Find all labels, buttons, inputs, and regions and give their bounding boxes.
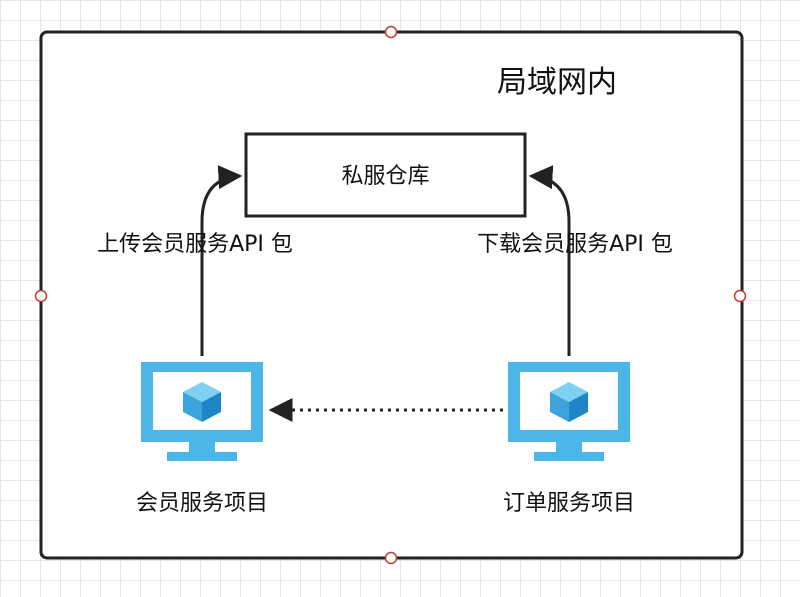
download-edge-label: 下载会员服务API 包 xyxy=(477,232,673,257)
lan-group-label: 局域网内 xyxy=(497,65,617,100)
member-service-node[interactable]: 会员服务项目 xyxy=(136,362,268,516)
handle-bottom[interactable] xyxy=(384,551,398,565)
member-service-label: 会员服务项目 xyxy=(136,491,268,516)
repository-box[interactable] xyxy=(244,132,527,218)
selection-handles[interactable] xyxy=(34,25,747,565)
lan-group-frame[interactable] xyxy=(39,30,744,560)
handle-left[interactable] xyxy=(34,289,48,303)
handle-right[interactable] xyxy=(733,289,747,303)
upload-edge[interactable] xyxy=(200,165,243,356)
handle-top[interactable] xyxy=(384,25,398,39)
repository-label: 私服仓库 xyxy=(341,164,429,189)
download-edge[interactable] xyxy=(528,165,571,356)
order-service-node[interactable]: 订单服务项目 xyxy=(503,362,635,516)
order-service-label: 订单服务项目 xyxy=(503,491,635,516)
upload-edge-label: 上传会员服务API 包 xyxy=(97,232,293,257)
